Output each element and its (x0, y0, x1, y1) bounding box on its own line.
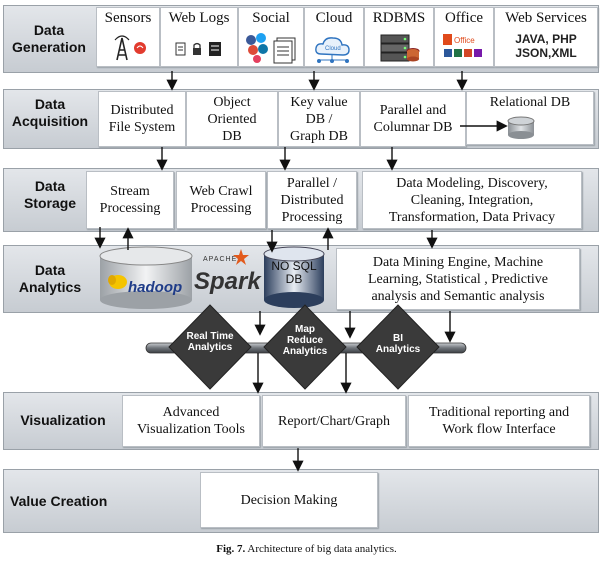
diamond-map-reduce (263, 304, 347, 390)
diamond-bi (356, 304, 440, 390)
acquisition-object-oriented-db: Object Oriented DB (186, 91, 278, 147)
source-sensors: Sensors (96, 7, 160, 67)
layer-title-acquisition: Data Acquisition (11, 96, 89, 129)
analytics-data-mining-engine: Data Mining Engine, Machine Learning, St… (336, 248, 580, 310)
figure-caption-text: Architecture of big data analytics. (245, 543, 397, 555)
acquisition-distributed-file-system: Distributed File System (98, 91, 186, 147)
cloud-icon-text: Cloud (325, 46, 341, 52)
source-webservices: Web Services JAVA, PHP JSON,XML (494, 7, 598, 67)
visualization-traditional-reporting: Traditional reporting and Work flow Inte… (408, 395, 590, 447)
webservices-line1: JAVA, PHP (515, 32, 577, 46)
relational-db-label: Relational DB (489, 95, 571, 110)
source-webservices-label: Web Services (505, 10, 587, 26)
source-rdbms: RDBMS (364, 7, 434, 67)
database-server-icon (380, 34, 420, 62)
acquisition-key-value-graph-db: Key value DB / Graph DB (278, 91, 360, 147)
spark-apache-prefix: APACHE (203, 256, 238, 263)
acquisition-parallel-columnar-db: Parallel and Columnar DB (360, 91, 466, 147)
source-cloud-label: Cloud (315, 10, 353, 26)
figure-caption: Fig. 7. Architecture of big data analyti… (0, 543, 613, 555)
server-log-icon (175, 42, 221, 56)
layer-title-visualization: Visualization (20, 412, 106, 428)
source-cloud: Cloud Cloud (304, 7, 364, 67)
storage-stream-processing: Stream Processing (86, 171, 174, 229)
source-office-label: Office (444, 10, 484, 26)
figure-caption-label: Fig. 7. (216, 543, 246, 555)
source-office: Office Office (434, 7, 494, 67)
storage-web-crawl-processing: Web Crawl Processing (176, 171, 266, 229)
office-icon-text: Office (454, 36, 475, 45)
nosql-db-label: NO SQL DB (271, 259, 317, 286)
relational-db-cylinder-icon (507, 116, 535, 139)
source-weblogs-label: Web Logs (168, 10, 230, 26)
antenna-icon (114, 35, 146, 61)
value-decision-making: Decision Making (200, 472, 378, 528)
layer-title-value-creation: Value Creation (10, 493, 108, 509)
source-rdbms-label: RDBMS (372, 10, 426, 26)
source-social-label: Social (252, 10, 290, 26)
diamond-label-real-time: Real Time Analytics (186, 331, 234, 353)
diamond-label-map-reduce: Map Reduce Analytics (282, 324, 328, 357)
visualization-report-chart-graph: Report/Chart/Graph (262, 395, 406, 447)
spark-logo-text: Spark (194, 268, 261, 295)
source-social: Social (238, 7, 304, 67)
layer-title-generation: Data Generation (12, 22, 86, 55)
storage-data-modeling: Data Modeling, Discovery, Cleaning, Inte… (362, 171, 582, 229)
visualization-advanced-tools: Advanced Visualization Tools (122, 395, 260, 447)
layer-title-storage: Data Storage (23, 178, 77, 211)
storage-parallel-distributed-processing: Parallel / Distributed Processing (267, 171, 357, 229)
layer-title-analytics: Data Analytics (18, 262, 82, 295)
hadoop-logo-text: hadoop (128, 279, 183, 296)
diamond-real-time (168, 304, 252, 390)
office-icon: Office (443, 34, 482, 57)
cloud-icon: Cloud (315, 37, 350, 63)
spark-star-icon (233, 249, 249, 265)
social-media-icon (246, 33, 296, 64)
diamond-label-bi: BI Analytics (375, 333, 421, 355)
nosql-db-cylinder-icon (263, 246, 325, 308)
webservices-line2: JSON,XML (515, 46, 577, 60)
source-weblogs: Web Logs (160, 7, 238, 67)
source-sensors-label: Sensors (104, 10, 152, 26)
hadoop-cylinder-icon (99, 246, 193, 309)
